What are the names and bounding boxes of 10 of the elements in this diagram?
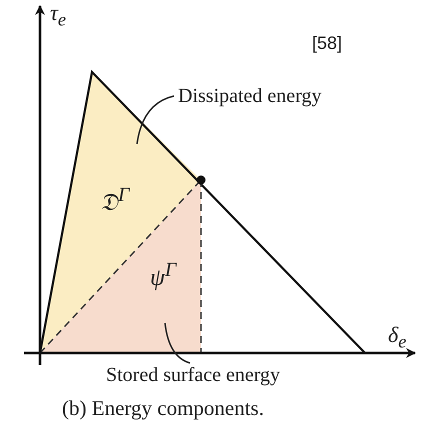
leader-line — [164, 322, 190, 364]
symbol-label: 𝔇$^{Γ}$ — [100, 185, 130, 215]
symbol-label: ψ$^{Γ}$ — [150, 260, 176, 290]
leader-line — [136, 95, 174, 144]
citation-label: [58] — [312, 34, 342, 52]
axis-label: τ$_{e}$ — [50, 2, 66, 29]
figure-caption: (b) Energy components. — [62, 398, 264, 419]
callout-text: Stored surface energy — [106, 365, 280, 385]
callout-text: Dissipated energy — [178, 86, 322, 106]
axis-label: δ$_{e}$ — [388, 324, 406, 351]
